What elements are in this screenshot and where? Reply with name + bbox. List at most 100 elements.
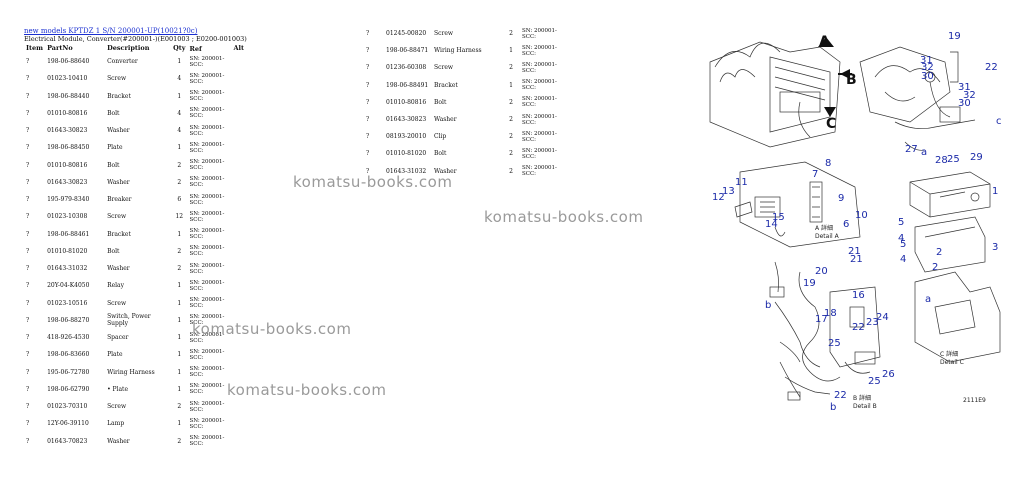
item-cell: ? xyxy=(26,334,30,342)
part-number-cell: 198-06-62790 xyxy=(47,385,90,393)
part-number-cell: 198-06-88471 xyxy=(386,47,429,55)
qty-cell: 1 xyxy=(177,334,182,342)
part-number-cell: 01023-10308 xyxy=(47,213,88,221)
callout-number: 31 xyxy=(920,55,933,66)
callout-number: 2 xyxy=(932,262,938,273)
part-number-cell: 01643-30823 xyxy=(47,127,88,135)
letter-a: a xyxy=(925,294,931,305)
alt-cell xyxy=(564,77,568,94)
col-partno: PartNo xyxy=(47,44,73,52)
ref-cell: SN: 200001-SCC: xyxy=(189,262,225,275)
item-cell: ? xyxy=(366,81,370,89)
watermark: komatsu-books.com xyxy=(227,381,387,399)
part-number-cell: 198-06-88461 xyxy=(47,230,90,238)
ref-cell: SN: 200001-SCC: xyxy=(189,331,225,344)
part-number-cell: 01643-31032 xyxy=(386,167,427,175)
qty-cell: 2 xyxy=(177,265,182,273)
callout-number: 6 xyxy=(843,219,849,230)
part-number-cell: 01643-31032 xyxy=(47,265,88,273)
col-qty: Qty xyxy=(173,44,186,52)
qty-cell: 1 xyxy=(177,92,182,100)
item-cell: ? xyxy=(26,109,30,117)
ref-cell: SN: 200001-SCC: xyxy=(522,96,557,109)
item-cell: ? xyxy=(26,196,30,204)
letter-a: a xyxy=(921,147,927,158)
col-item: Item xyxy=(26,44,44,52)
alt-cell xyxy=(564,163,568,180)
callout-number: 25 xyxy=(868,376,881,387)
item-cell: ? xyxy=(26,213,30,221)
description-cell: Converter xyxy=(107,58,138,66)
watermark: komatsu-books.com xyxy=(293,173,453,191)
watermark: komatsu-books.com xyxy=(484,208,644,226)
item-cell: ? xyxy=(366,116,370,124)
part-number-cell: 198-06-88640 xyxy=(47,58,90,66)
alt-cell xyxy=(564,145,568,162)
description-cell: Wiring Harness xyxy=(107,368,155,376)
model-link[interactable]: new models KPTDZ 1 S/N 200001-UP(10021?0… xyxy=(24,27,198,35)
ref-cell: SN: 200001-SCC: xyxy=(522,61,557,74)
callout-number: 4 xyxy=(898,233,904,244)
callout-number: 29 xyxy=(970,152,983,163)
ref-cell: SN: 200001-SCC: xyxy=(189,141,225,154)
description-cell: Wiring Harness xyxy=(434,47,482,55)
alt-cell xyxy=(232,277,247,294)
description-cell: Bracket xyxy=(107,92,131,100)
ref-cell: SN: 200001-SCC: xyxy=(189,245,225,258)
alt-cell xyxy=(232,70,247,87)
alt-cell xyxy=(232,157,247,174)
ref-cell: SN: 200001-SCC: xyxy=(189,417,225,430)
alt-cell xyxy=(232,208,247,225)
item-cell: ? xyxy=(26,161,30,169)
detail-c-jp: C 詳細 xyxy=(940,350,958,358)
alt-cell xyxy=(564,59,568,76)
drawing-id: 2111E9 xyxy=(963,397,986,404)
qty-cell: 1 xyxy=(177,299,182,307)
description-cell: Relay xyxy=(107,282,125,290)
callout-number: 15 xyxy=(772,212,785,223)
item-cell: ? xyxy=(26,351,30,359)
callout-number: 32 xyxy=(921,62,934,73)
alt-cell xyxy=(564,42,568,59)
callout-number: 25 xyxy=(947,154,960,165)
alt-cell xyxy=(564,25,568,42)
part-number-cell: 01236-60308 xyxy=(386,64,427,72)
item-cell: ? xyxy=(26,316,30,324)
item-cell: ? xyxy=(26,92,30,100)
alt-cell xyxy=(232,295,247,312)
alt-cell xyxy=(232,226,247,243)
callout-number: 11 xyxy=(735,177,748,188)
col-description: Description xyxy=(107,44,150,52)
item-cell: ? xyxy=(26,230,30,238)
view-label-a: A xyxy=(819,34,830,50)
qty-cell: 2 xyxy=(177,161,182,169)
detail-c-label: Detail C xyxy=(940,359,964,366)
item-cell: ? xyxy=(26,299,30,307)
qty-cell: 1 xyxy=(509,81,513,89)
qty-cell: 6 xyxy=(177,196,182,204)
ref-cell: SN: 200001-SCC: xyxy=(522,113,557,126)
alt-cell xyxy=(564,94,568,111)
qty-cell: 2 xyxy=(509,150,513,158)
description-cell: • Plate xyxy=(107,385,129,393)
ref-cell: SN: 200001-SCC: xyxy=(522,165,557,178)
callout-number: 25 xyxy=(828,338,841,349)
qty-cell: 2 xyxy=(509,116,513,124)
page-header: new models KPTDZ 1 S/N 200001-UP(10021?0… xyxy=(24,27,197,36)
ref-cell: SN: 200001-SCC: xyxy=(522,130,557,143)
ref-cell: SN: 200001-SCC: xyxy=(189,124,225,137)
